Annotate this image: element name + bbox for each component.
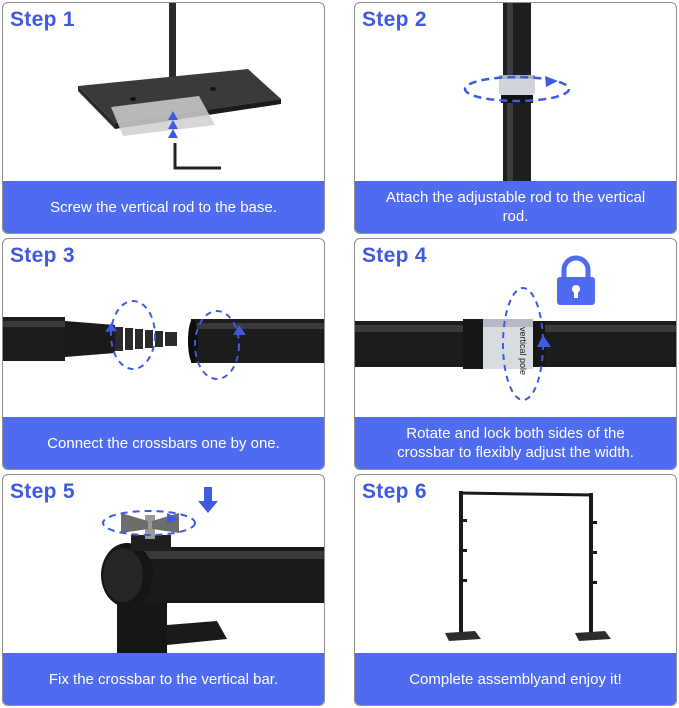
step-title: Step 4 — [362, 244, 427, 267]
step-6-illustration — [445, 491, 611, 641]
step-5-illustration — [101, 487, 324, 655]
step-3-illustration — [3, 300, 324, 380]
step-title: Step 2 — [362, 8, 427, 31]
step-caption: Rotate and lock both sides of the crossb… — [355, 417, 676, 469]
step-2-illustration — [463, 3, 571, 183]
step-2-panel: Step 2 Attach the adjustable rod to the … — [354, 2, 677, 234]
step-caption: Connect the crossbars one by one. — [3, 417, 324, 469]
sleeve-label: vertical pole — [518, 327, 528, 375]
step-title: Step 6 — [362, 480, 427, 503]
step-caption: Fix the crossbar to the vertical bar. — [3, 653, 324, 705]
step-3-panel: Step 3 Connect the crossbars one by one. — [2, 238, 325, 470]
step-4-illustration: vertical pole — [355, 255, 676, 401]
up-arrows-icon — [168, 111, 178, 138]
rotate-arrow-icon — [102, 510, 196, 536]
step-caption: Screw the vertical rod to the base. — [3, 181, 324, 233]
rotate-arrow-icon — [105, 300, 246, 380]
step-6-panel: Step 6 Complete assemblyand enjoy it! — [354, 474, 677, 706]
step-caption: Attach the adjustable rod to the vertica… — [355, 181, 676, 233]
lock-icon — [557, 255, 595, 305]
step-title: Step 1 — [10, 8, 75, 31]
step-1-panel: Step 1 Screw the vertical rod to the bas… — [2, 2, 325, 234]
step-caption: Complete assemblyand enjoy it! — [355, 653, 676, 705]
step-5-panel: Step 5 Fix the crossbar to the vertical … — [2, 474, 325, 706]
down-arrow-icon — [198, 487, 218, 513]
step-title: Step 5 — [10, 480, 75, 503]
step-1-illustration — [78, 3, 281, 170]
step-4-panel: vertical pole Step 4 Rotate and lock bot… — [354, 238, 677, 470]
rotate-arrow-icon — [463, 75, 571, 103]
step-title: Step 3 — [10, 244, 75, 267]
rotate-arrow-icon — [502, 287, 551, 401]
